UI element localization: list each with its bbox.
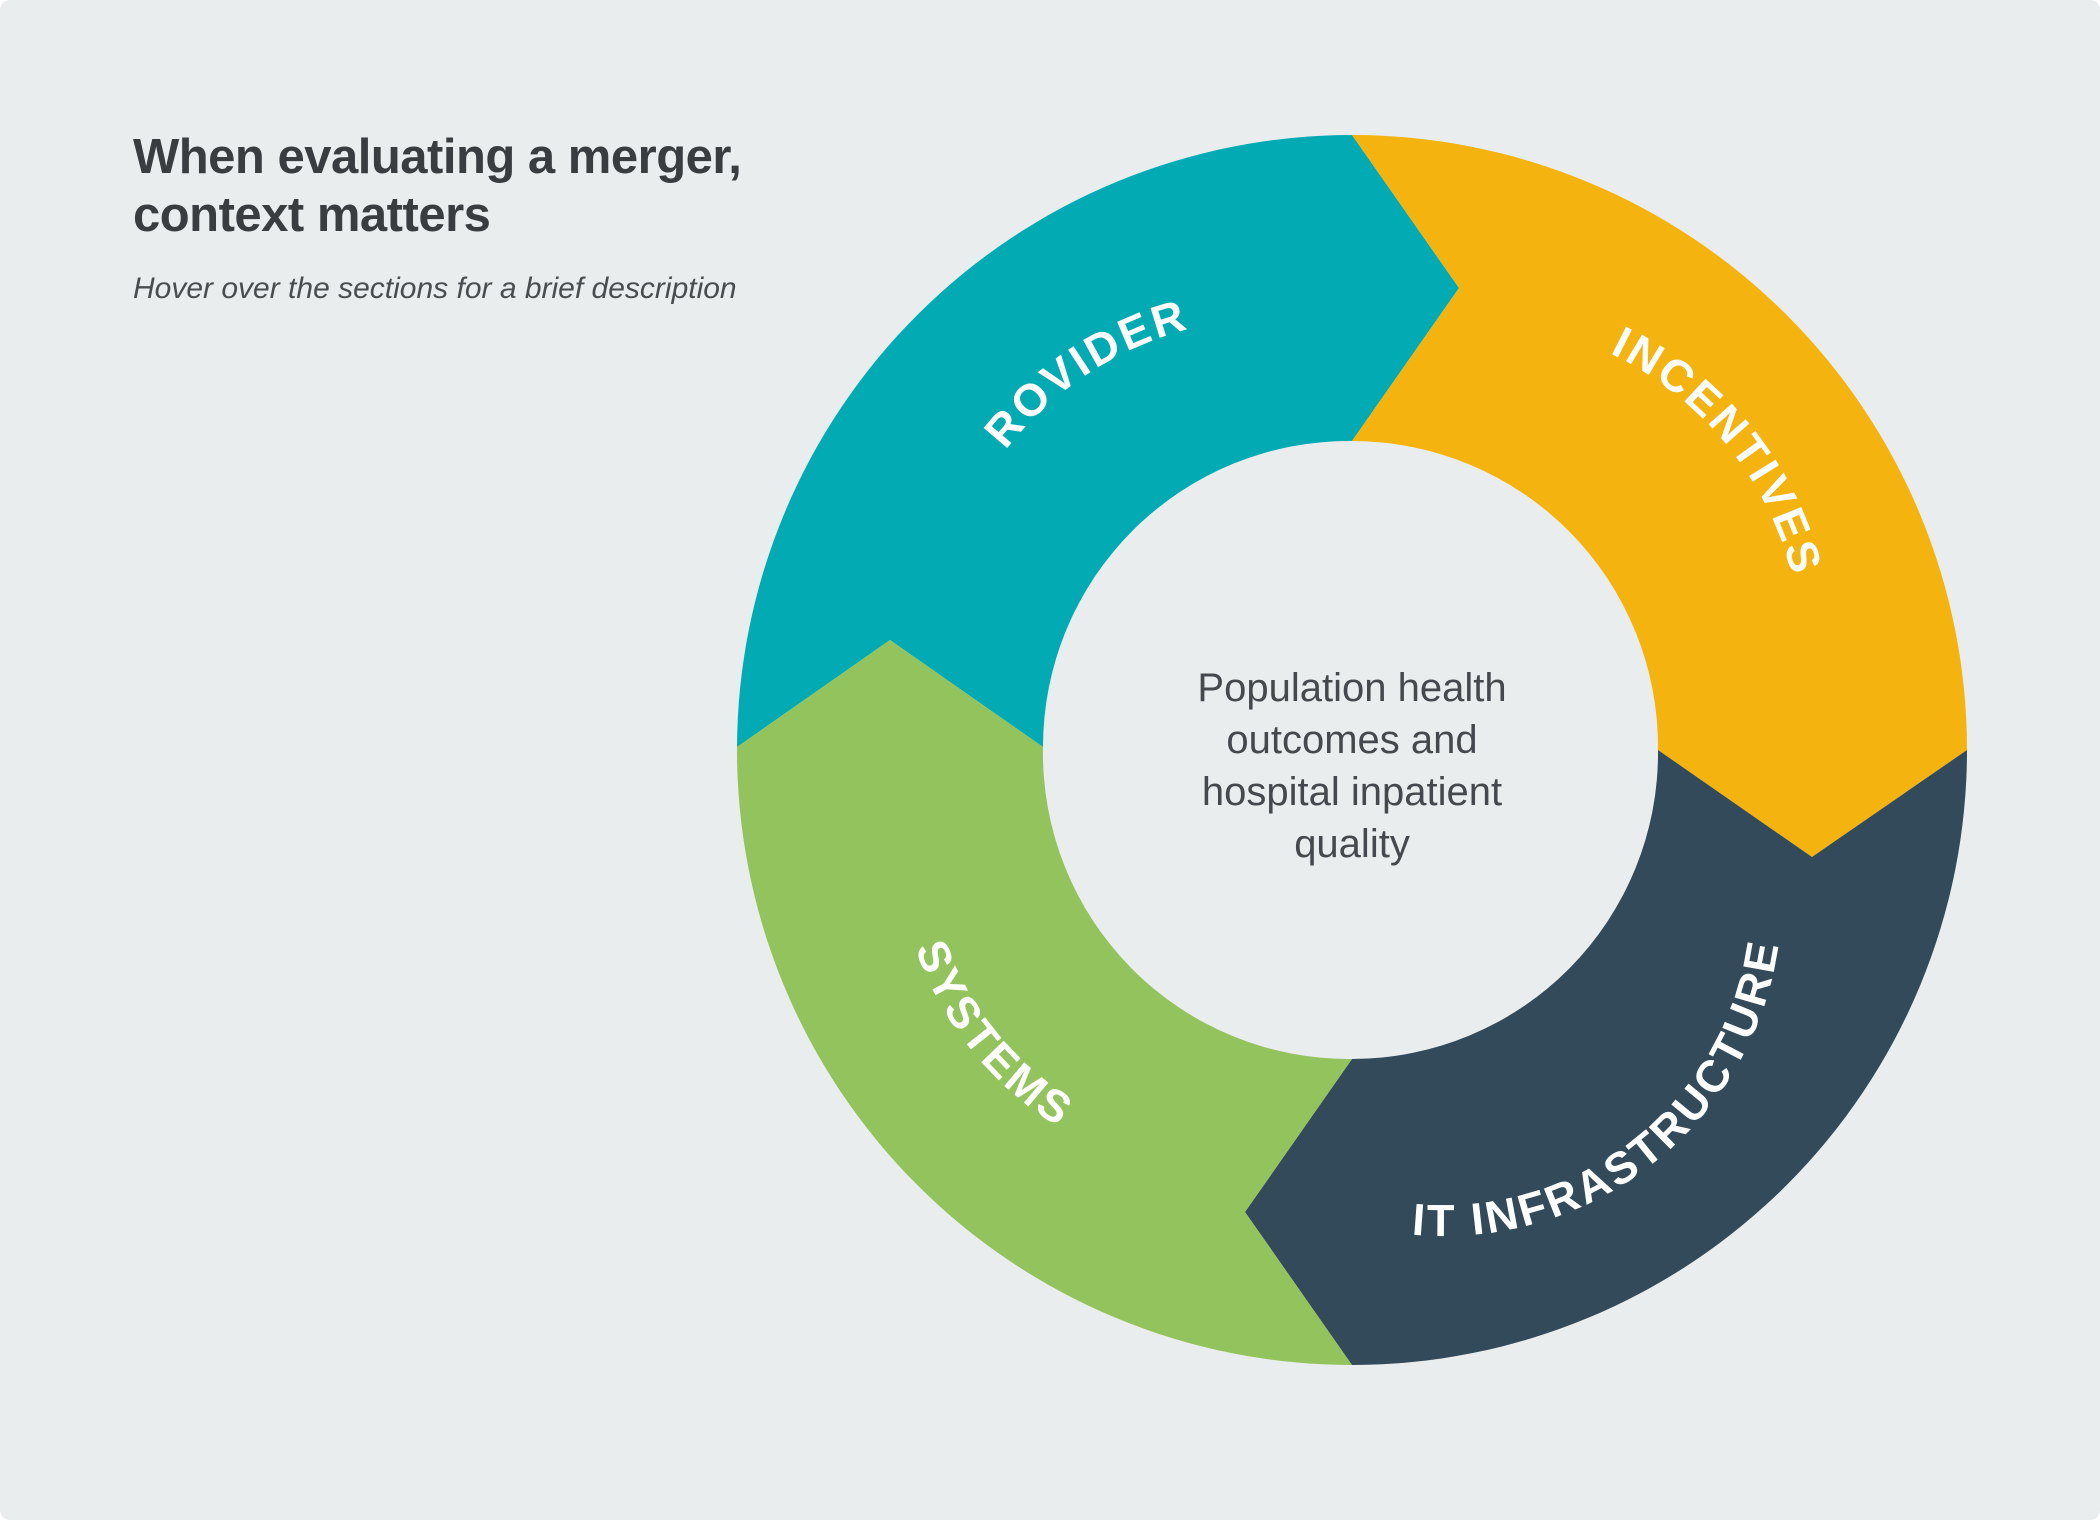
providers-segment[interactable]: [737, 135, 1459, 747]
center-description: Population health outcomes and hospital …: [1197, 666, 1506, 866]
title-line-1: When evaluating a merger,: [133, 130, 742, 184]
systems-segment[interactable]: [736, 640, 1352, 1365]
providers-label: PROVIDERS: [0, 0, 1194, 457]
center-text-line-2: outcomes and: [1226, 718, 1477, 762]
center-text-line-3: hospital inpatient: [1202, 770, 1502, 814]
title-line-2: context matters: [133, 188, 491, 242]
incentives-segment[interactable]: [1352, 135, 1967, 857]
page-title: When evaluating a merger, context matter…: [133, 128, 833, 244]
center-text-line-1: Population health: [1197, 666, 1506, 710]
page-subtitle: Hover over the sections for a brief desc…: [133, 272, 737, 305]
it-infrastructure-segment[interactable]: [1245, 750, 1967, 1365]
center-text-line-4: quality: [1294, 822, 1410, 866]
